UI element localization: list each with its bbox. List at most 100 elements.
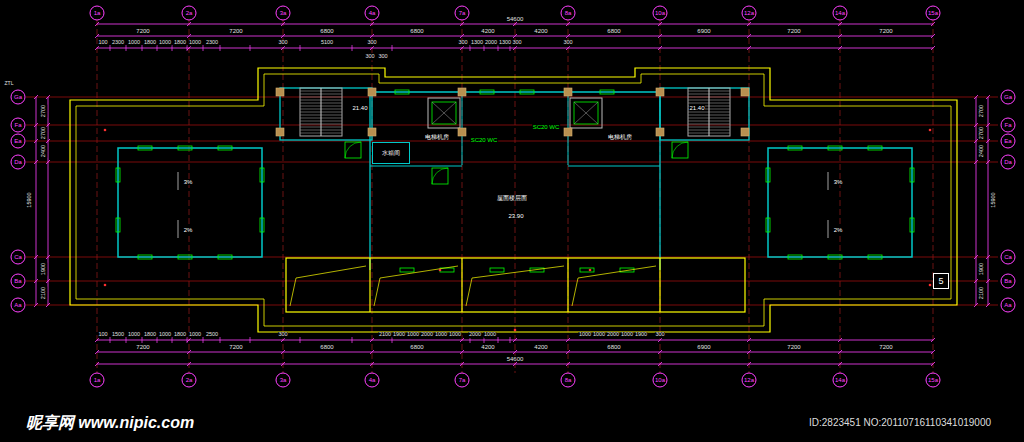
- window-mark: [116, 168, 120, 182]
- dimension-tick: [498, 45, 499, 51]
- drain-point: [104, 129, 107, 132]
- elevator-cross: [432, 102, 456, 124]
- slope-arrow: [828, 172, 829, 190]
- dimension: 7200: [879, 28, 893, 34]
- slope-line: [290, 266, 366, 306]
- dimension: 1000: [592, 332, 605, 338]
- dimension: 300: [458, 40, 468, 46]
- window-mark: [178, 255, 192, 259]
- dimension: 300: [278, 332, 288, 338]
- roof-panel: [118, 148, 262, 257]
- dimension: 2000: [468, 332, 481, 338]
- dimension-tick: [281, 46, 285, 50]
- window-mark: [480, 90, 494, 94]
- dimension: 1000: [620, 332, 633, 338]
- dimension-tick: [513, 338, 517, 342]
- stair: [300, 88, 342, 136]
- window-mark: [868, 146, 882, 150]
- axis-bubble: [276, 373, 290, 387]
- dimension-tick: [392, 45, 393, 51]
- door-symbol: [672, 142, 688, 158]
- dimension-tick: [986, 255, 990, 259]
- dimension: 2100: [378, 332, 391, 338]
- column: [564, 128, 572, 136]
- axis-line: [568, 20, 569, 373]
- dimension-tick: [370, 34, 374, 38]
- axis-line: [26, 97, 998, 98]
- door-swing: [672, 142, 688, 158]
- roof-panel: [768, 148, 912, 257]
- dimension: 5100: [320, 40, 333, 46]
- axis-bubble: [653, 373, 667, 387]
- dimension-tick: [95, 338, 99, 342]
- dimension-tick: [300, 45, 301, 51]
- elevator-shaft: [428, 98, 460, 128]
- window-mark: [910, 168, 914, 182]
- dimension-tick: [747, 22, 751, 26]
- dimension-tick: [513, 22, 517, 26]
- dimension: 1900: [634, 332, 647, 338]
- elevator-car: [574, 102, 598, 124]
- window-mark: [260, 218, 264, 232]
- dimension-tick: [986, 279, 990, 283]
- dimension-tick: [747, 362, 751, 366]
- dimension-tick: [931, 338, 935, 342]
- dimension-tick: [250, 45, 251, 51]
- watermark: 昵享网 www.nipic.com: [25, 415, 194, 431]
- axis-label: Da: [14, 159, 23, 165]
- wall: [370, 166, 462, 167]
- dimension: 1800: [143, 332, 156, 338]
- axis-line: [97, 20, 98, 373]
- dimension-tick: [370, 362, 374, 366]
- window-mark: [788, 255, 802, 259]
- window-mark: [138, 146, 152, 150]
- axis-label: Aa: [1004, 302, 1012, 308]
- axis-bubble: [1001, 155, 1015, 169]
- dimension-tick: [470, 45, 471, 51]
- axis-bubble: [742, 373, 756, 387]
- axis-line: [189, 20, 190, 373]
- column: [656, 88, 664, 96]
- dimension-tick: [126, 337, 127, 343]
- elevator-cross: [574, 102, 598, 124]
- dimension: 300: [367, 40, 377, 46]
- axis-bubble: [90, 6, 104, 20]
- slope-line: [466, 266, 564, 306]
- elevator-cross: [432, 102, 456, 124]
- stair-rail: [321, 88, 322, 136]
- window-mark: [218, 255, 232, 259]
- dimension-tick: [974, 95, 978, 99]
- dimension-tick: [370, 350, 374, 354]
- dimension-tick: [513, 46, 517, 50]
- dimension-tick: [187, 338, 191, 342]
- elevator-cross: [574, 102, 598, 124]
- column: [368, 88, 376, 96]
- column: [656, 128, 664, 136]
- dimension: 4200: [481, 28, 495, 34]
- window-mark: [116, 218, 120, 232]
- dimension: 1000: [127, 40, 140, 46]
- dimension: 2700: [41, 126, 47, 139]
- dimension-tick: [187, 350, 191, 354]
- slope-arrow: [178, 220, 179, 238]
- dimension-tick: [974, 279, 978, 283]
- dimension-tick: [460, 34, 464, 38]
- axis-label: 1a: [93, 377, 101, 383]
- dimension-tick: [281, 338, 285, 342]
- room-name: 屋面楼层面: [497, 195, 528, 201]
- dimension: 7200: [229, 344, 243, 350]
- dimension-tick: [513, 362, 517, 366]
- dimension: 2700: [979, 126, 985, 139]
- dimension: 7200: [787, 344, 801, 350]
- dimension-tick: [34, 123, 38, 127]
- axis-bubble: [11, 134, 25, 148]
- stair: [688, 88, 730, 136]
- dimension-tick: [110, 45, 111, 51]
- axis-label: 8a: [564, 10, 572, 16]
- slope-arrow: [828, 220, 829, 238]
- window-mark: [766, 168, 770, 182]
- compartment-wall: [461, 258, 462, 312]
- dimension-tick: [46, 279, 50, 283]
- dimension: 4200: [534, 28, 548, 34]
